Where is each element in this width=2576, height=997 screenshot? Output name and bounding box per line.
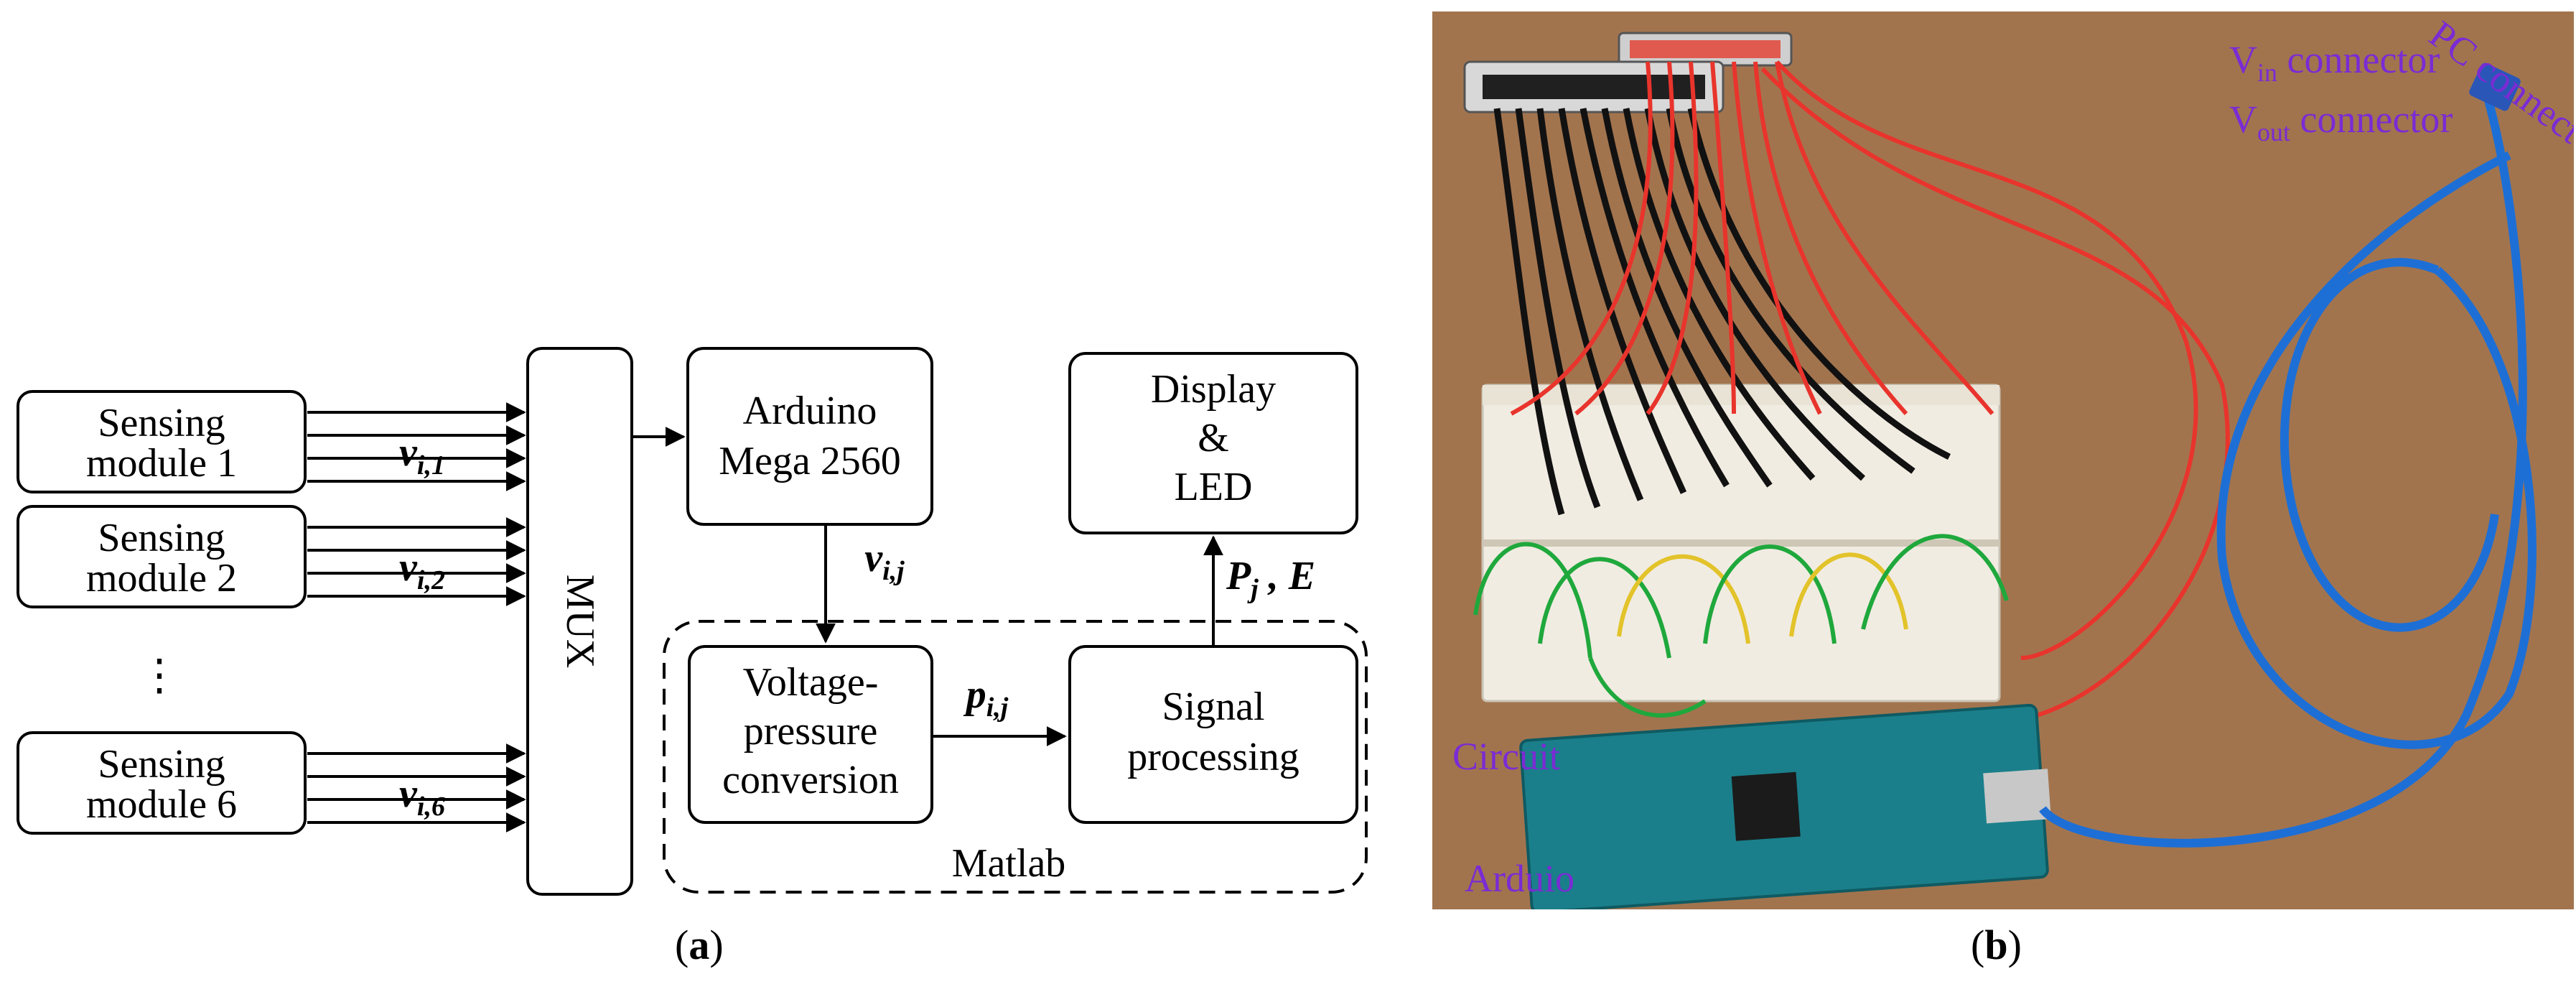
module-1-signal-arrows	[307, 402, 526, 491]
arduino-label-line1: Arduino	[743, 389, 877, 433]
module-1-label-line2: module 1	[86, 441, 237, 486]
module-6-label-line1: Sensing	[98, 742, 225, 787]
module-1-signal-label: vi,1	[399, 430, 445, 481]
sensing-module-2: Sensing module 2	[17, 505, 307, 608]
usb-plug	[2469, 62, 2521, 111]
processing-label-line2: processing	[1127, 735, 1299, 779]
vin-connector	[1618, 32, 1793, 67]
vout-connector-label: Vout connector	[2229, 98, 2453, 147]
module-1-label-line1: Sensing	[98, 401, 225, 445]
arduino-block: Arduino Mega 2560	[686, 347, 933, 526]
arduino-board	[1519, 703, 2051, 909]
vij-label: vi,j	[864, 536, 905, 586]
sensing-module-6: Sensing module 6	[17, 731, 307, 835]
conversion-label-line2: pressure	[744, 709, 878, 753]
matlab-group	[663, 620, 1368, 894]
signal-processing-block: Signal processing	[1068, 645, 1358, 824]
module-2-label-line2: module 2	[86, 556, 237, 600]
usb-cable	[2039, 96, 2537, 848]
module-ellipsis: ⋮	[138, 651, 181, 699]
module-6-label-line2: module 6	[86, 782, 237, 827]
display-led-block: Display & LED	[1068, 352, 1358, 534]
conversion-label-line3: conversion	[722, 758, 899, 802]
module-2-label-line1: Sensing	[98, 516, 225, 560]
arduino-photo-label: Arduio	[1465, 857, 1574, 900]
circuit-label: Circuit	[1452, 735, 1560, 778]
red-wire-bundle	[1510, 60, 2230, 725]
vout-connector	[1463, 60, 1725, 113]
hardware-photo: Vin connector Vout connector PC connecto…	[1432, 11, 2574, 909]
module-6-signal-label: vi,6	[399, 771, 445, 822]
black-wire-bundle	[1493, 108, 1951, 516]
caption-a: (a)	[675, 922, 724, 968]
module-2-signal-label: vi,2	[399, 545, 445, 595]
sensing-module-1: Sensing module 1	[17, 390, 307, 493]
breadboard	[1481, 384, 2001, 702]
mux-label: MUX	[558, 575, 602, 669]
block-diagram: Sensing module 1 vi,1 Sensing module 2 v…	[17, 347, 1368, 896]
matlab-label: Matlab	[952, 841, 1066, 886]
jumper-wires	[1473, 534, 2009, 718]
pij-label: pi,j	[963, 672, 1009, 723]
display-label-line2: &	[1198, 416, 1229, 460]
vin-connector-label: Vin connector	[2229, 38, 2440, 87]
display-label-line1: Display	[1151, 367, 1276, 412]
caption-b: (b)	[1971, 922, 2022, 968]
module-2-signal-arrows	[307, 517, 526, 606]
arduino-label-line2: Mega 2560	[719, 439, 901, 483]
processing-label-line1: Signal	[1162, 685, 1264, 729]
mux-block: MUX	[526, 347, 633, 896]
voltage-pressure-conversion-block: Voltage- pressure conversion	[688, 645, 933, 824]
display-label-line3: LED	[1175, 465, 1253, 509]
module-6-signal-arrows	[307, 743, 526, 833]
conversion-label-line1: Voltage-	[743, 660, 879, 705]
pj-e-label: Pj , E	[1226, 554, 1315, 604]
